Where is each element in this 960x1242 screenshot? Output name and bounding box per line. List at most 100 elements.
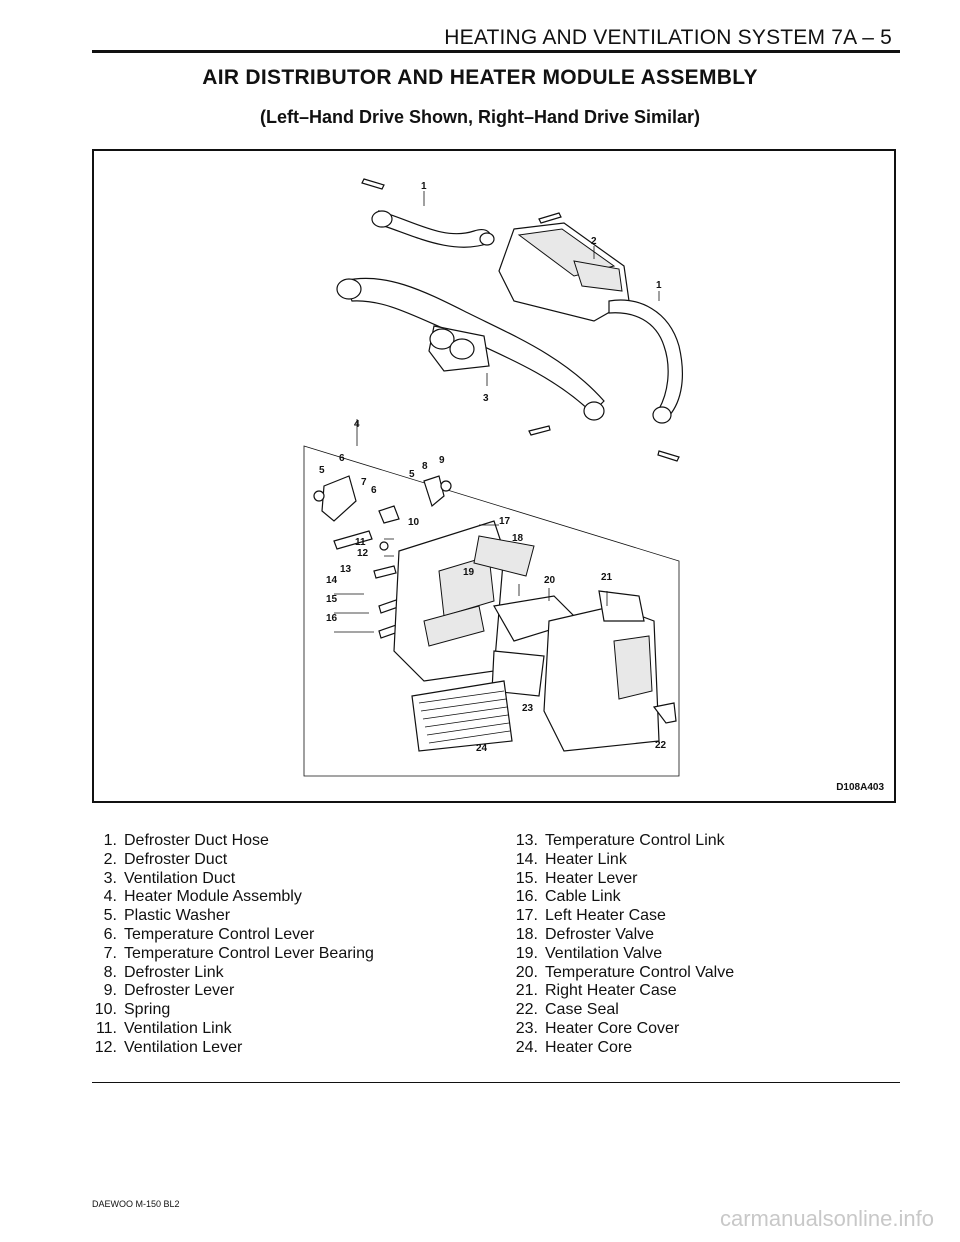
callout-label: 4: [354, 419, 360, 430]
callout-label: 11: [355, 537, 366, 548]
legend-item: 12.Ventilation Lever: [84, 1039, 374, 1058]
legend-item: 6. Temperature Control Lever: [84, 926, 374, 945]
footer-divider: [92, 1082, 900, 1083]
legend-item: 21. Right Heater Case: [505, 982, 734, 1001]
footer-model-code: DAEWOO M-150 BL2: [92, 1199, 180, 1209]
callout-label: 21: [601, 572, 613, 583]
legend-text: Plastic Washer: [124, 907, 231, 925]
legend-text: Heater Lever: [545, 869, 638, 887]
legend-text: Ventilation Duct: [124, 869, 236, 887]
legend-text: Left Heater Case: [545, 907, 666, 925]
legend-text: Cable Link: [545, 888, 621, 906]
legend-item: 24. Heater Core: [505, 1039, 734, 1058]
legend-text: Defroster Valve: [545, 925, 655, 943]
legend-text: Right Heater Case: [545, 982, 677, 1000]
callout-label: 6: [339, 453, 345, 464]
callout-label: 5: [319, 465, 325, 476]
legend-number: 6.: [103, 925, 117, 943]
legend-item: 18. Defroster Valve: [505, 926, 734, 945]
legend-number: 5.: [103, 907, 117, 925]
exploded-view-drawing: 1 2 1 3 4 5 6 7 6 5 8 9 10 17 11 18 12 1…: [303, 178, 684, 777]
callout-label: 8: [422, 461, 428, 472]
callout-label: 7: [361, 477, 367, 488]
legend-text: Defroster Duct: [124, 850, 228, 868]
callout-label: 20: [544, 575, 556, 586]
legend-item: 1. Defroster Duct Hose: [84, 832, 374, 851]
callout-label: 16: [326, 613, 338, 624]
callout-label: 18: [512, 533, 524, 544]
legend-item: 13. Temperature Control Link: [505, 832, 734, 851]
legend-item: 14. Heater Link: [505, 851, 734, 870]
legend-number: 4.: [103, 888, 117, 906]
heater-module-drawing: [313, 475, 677, 752]
legend-text: Heater Core: [545, 1038, 633, 1056]
legend-number: 24.: [515, 1038, 538, 1056]
header-divider: [92, 50, 900, 53]
legend-item: 8. Defroster Link: [84, 964, 374, 983]
callout-label: 15: [326, 594, 338, 605]
legend-text: Temperature Control Valve: [545, 963, 735, 981]
legend-text: Ventilation Link: [124, 1019, 232, 1037]
legend-text: Ventilation Valve: [545, 944, 663, 962]
legend-text: Defroster Lever: [124, 982, 235, 1000]
legend-text: Defroster Link: [124, 963, 224, 981]
legend-item: 5. Plastic Washer: [84, 907, 374, 926]
legend-number: 18.: [515, 925, 538, 943]
legend-text: Temperature Control Lever Bearing: [124, 944, 374, 962]
callout-label: 23: [522, 703, 534, 714]
callout-label: 2: [591, 236, 597, 247]
legend-text: Heater Core Cover: [545, 1019, 680, 1037]
callout-label: 17: [499, 516, 511, 527]
callout-label: 12: [357, 548, 369, 559]
watermark-text: carmanualsonline.info: [719, 1206, 934, 1231]
legend-number: 20.: [515, 963, 538, 981]
legend-text: Heater Link: [545, 850, 627, 868]
legend-item: 10.Spring: [84, 1001, 374, 1020]
legend-number: 8.: [103, 963, 117, 981]
legend-item: 19.Ventilation Valve: [505, 945, 734, 964]
legend-number: 13.: [515, 832, 538, 849]
parts-legend-left: 1. Defroster Duct Hose 2. Defroster Duct 3…: [84, 832, 374, 1058]
legend-item: 15. Heater Lever: [505, 870, 734, 889]
legend-item: 3. Ventilation Duct: [84, 870, 374, 889]
callout-label: 5: [409, 469, 415, 480]
legend-number: 9.: [103, 982, 117, 1000]
callout-label: 9: [439, 455, 445, 466]
legend-item: 20. Temperature Control Valve: [505, 964, 734, 983]
legend-number: 7.: [103, 944, 117, 962]
legend-item: 22.Case Seal: [505, 1001, 734, 1020]
section-subtitle: (Left–Hand Drive Shown, Right–Hand Drive…: [259, 107, 701, 127]
legend-number: 2.: [103, 850, 117, 868]
callout-label: 1: [656, 280, 662, 291]
legend-number: 15.: [515, 869, 538, 887]
callout-label: 1: [421, 181, 427, 192]
exploded-view-figure: 1 2 1 3 4 5 6 7 6 5 8 9 10 17 11 18 12 1…: [92, 149, 896, 803]
callout-label: 10: [408, 517, 420, 528]
legend-item: 2. Defroster Duct: [84, 851, 374, 870]
legend-text: Temperature Control Lever: [124, 925, 315, 943]
legend-number: 10.: [94, 1001, 117, 1019]
legend-number: 14.: [515, 850, 538, 868]
legend-number: 1.: [103, 832, 117, 849]
callout-label: 24: [476, 743, 488, 754]
callout-label: 3: [483, 393, 489, 404]
legend-item: 11.Ventilation Link: [84, 1020, 374, 1039]
page-header-title: HEATING AND VENTILATION SYSTEM 7A – 5: [444, 26, 892, 49]
figure-code: D108A403: [836, 782, 884, 793]
legend-number: 3.: [103, 869, 117, 887]
legend-number: 21.: [515, 982, 538, 1000]
legend-number: 16.: [515, 888, 538, 906]
legend-text: Defroster Duct Hose: [124, 832, 269, 849]
legend-item: 9. Defroster Lever: [84, 982, 374, 1001]
legend-item: 23.Heater Core Cover: [505, 1020, 734, 1039]
legend-number: 17.: [515, 907, 538, 925]
legend-text: Case Seal: [545, 1001, 619, 1019]
duct-assembly-drawing: [336, 178, 684, 462]
callout-label: 14: [326, 575, 338, 586]
legend-text: Temperature Control Link: [545, 832, 725, 849]
heater-module-outline: [303, 445, 680, 777]
section-title: AIR DISTRIBUTOR AND HEATER MODULE ASSEMB…: [202, 66, 758, 89]
legend-item: 17. Left Heater Case: [505, 907, 734, 926]
legend-item: 7. Temperature Control Lever Bearing: [84, 945, 374, 964]
callout-label: 13: [340, 564, 352, 575]
